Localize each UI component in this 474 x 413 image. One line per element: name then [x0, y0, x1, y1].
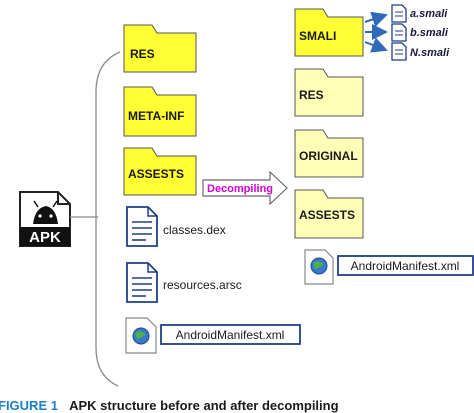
- apk-file-icon: APK: [19, 191, 71, 247]
- svg-text:ASSESTS: ASSESTS: [299, 208, 355, 222]
- bracket-before: [95, 51, 121, 387]
- document-icon: [391, 42, 407, 61]
- apk-label: APK: [29, 229, 61, 246]
- decompiling-arrow: Decompiling: [202, 170, 288, 206]
- classes-dex-label: classes.dex: [163, 223, 226, 237]
- svg-text:RES: RES: [299, 88, 324, 102]
- smali-file-n: N.smali: [391, 42, 450, 61]
- folder-res-before: RES: [123, 24, 197, 73]
- folder-assests-after: ASSESTS: [294, 189, 364, 239]
- manifest-box-before: [160, 324, 301, 345]
- svg-text:b.smali: b.smali: [410, 27, 449, 39]
- caption-text: APK structure before and after decompili…: [69, 398, 338, 413]
- smali-arrow-a: [364, 11, 388, 28]
- svg-text:ORIGINAL: ORIGINAL: [299, 149, 358, 163]
- smali-file-a: a.smali: [391, 4, 448, 23]
- svg-text:a.smali: a.smali: [410, 8, 448, 20]
- document-icon: [391, 23, 407, 42]
- svg-text:RES: RES: [130, 47, 155, 61]
- resources-arsc-label: resources.arsc: [163, 278, 242, 292]
- decompiling-label: Decompiling: [207, 183, 273, 195]
- file-manifest-after: AndroidManifest.xml: [304, 249, 474, 285]
- document-icon: [391, 4, 407, 23]
- file-resources-arsc: resources.arsc: [126, 262, 242, 303]
- folder-icon: [294, 129, 364, 178]
- folder-icon: [123, 86, 197, 137]
- folder-icon: [294, 189, 364, 239]
- svg-text:META-INF: META-INF: [128, 109, 184, 123]
- folder-icon: [294, 68, 364, 117]
- svg-text:N.smali: N.smali: [410, 47, 450, 59]
- svg-text:ASSESTS: ASSESTS: [128, 167, 184, 181]
- file-manifest-before: AndroidManifest.xml: [125, 317, 301, 354]
- manifest-box-after: [337, 255, 474, 276]
- xml-globe-icon: [304, 249, 334, 285]
- android-icon: [33, 200, 58, 224]
- folder-meta-inf-before: META-INF: [123, 86, 197, 137]
- document-icon: [126, 206, 158, 247]
- folder-smali-after: SMALI: [294, 8, 364, 57]
- folder-original-after: ORIGINAL: [294, 129, 364, 178]
- caption-prefix: FIGURE 1: [0, 398, 58, 413]
- svg-text:SMALI: SMALI: [299, 29, 336, 43]
- folder-icon: [294, 8, 364, 57]
- smali-file-b: b.smali: [391, 23, 449, 42]
- document-icon: [126, 262, 158, 303]
- smali-arrow-n: [364, 37, 388, 53]
- file-classes-dex: classes.dex: [126, 206, 226, 247]
- folder-icon: [123, 147, 197, 196]
- xml-globe-icon: [125, 317, 157, 354]
- figure-caption: FIGURE 1 APK structure before and after …: [0, 398, 339, 413]
- svg-text:AndroidManifest.xml: AndroidManifest.xml: [176, 328, 285, 342]
- folder-icon: [123, 24, 197, 73]
- svg-text:AndroidManifest.xml: AndroidManifest.xml: [351, 259, 460, 273]
- folder-assests-before: ASSESTS: [123, 147, 197, 196]
- folder-res-after: RES: [294, 68, 364, 117]
